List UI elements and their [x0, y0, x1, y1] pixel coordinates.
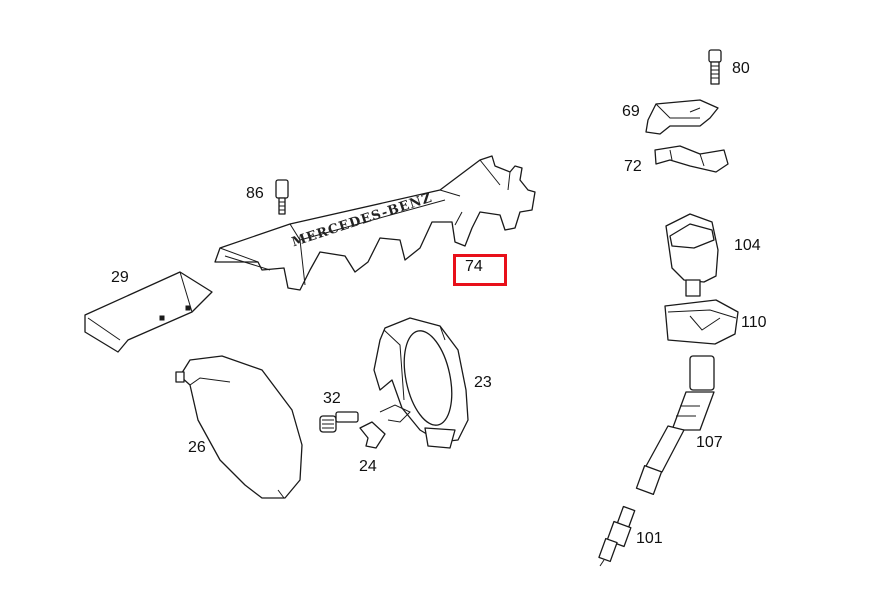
label-26: 26: [188, 439, 206, 456]
holder-23[interactable]: [373, 317, 469, 449]
label-104: 104: [734, 237, 761, 254]
label-72: 72: [624, 158, 642, 175]
label-86: 86: [246, 185, 264, 202]
engine-cover-74[interactable]: [214, 155, 536, 291]
plug-connector-107[interactable]: [635, 355, 715, 496]
ignition-coil-104[interactable]: [665, 213, 719, 297]
side-cover-29[interactable]: [84, 271, 213, 353]
label-107: 107: [696, 434, 723, 451]
label-32: 32: [323, 390, 341, 407]
label-101: 101: [636, 530, 663, 547]
label-74: 74: [465, 258, 483, 275]
label-23: 23: [474, 374, 492, 391]
label-80: 80: [732, 60, 750, 77]
highlight-box-74[interactable]: [453, 254, 507, 286]
fitting-32[interactable]: [319, 411, 359, 433]
side-panel-26[interactable]: [175, 355, 303, 499]
bolt-86[interactable]: [275, 179, 289, 215]
label-29: 29: [111, 269, 129, 286]
bracket-69[interactable]: [645, 99, 719, 135]
spark-plug-101[interactable]: [598, 505, 636, 567]
label-69: 69: [622, 103, 640, 120]
bracket-72[interactable]: [654, 145, 729, 173]
clip-24[interactable]: [359, 404, 411, 449]
label-110: 110: [741, 314, 767, 331]
screw-80[interactable]: [708, 49, 722, 85]
label-24: 24: [359, 458, 377, 475]
connector-110[interactable]: [664, 299, 739, 345]
